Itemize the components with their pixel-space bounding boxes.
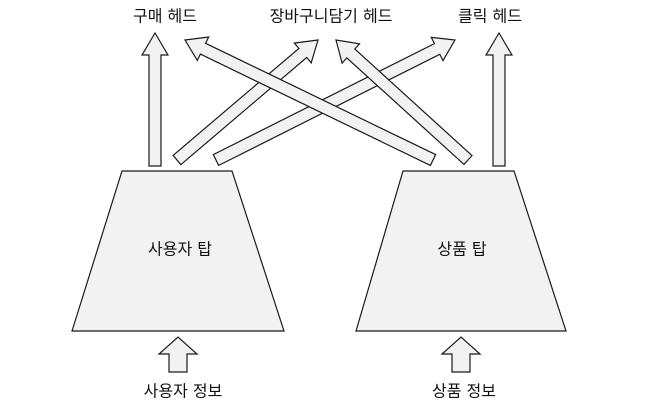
user-to-cart-head-arrow	[172, 39, 319, 166]
user-to-purchase-head-arrow	[140, 31, 170, 167]
diagonal-head-arrows	[172, 36, 473, 167]
cart-head-label: 장바구니담기 헤드	[270, 7, 393, 26]
item-tower-label: 상품 탑	[437, 240, 487, 259]
item-input-arrow	[440, 336, 482, 373]
purchase-head-label: 구매 헤드	[133, 7, 197, 26]
item-to-purchase-head-arrow	[184, 36, 437, 167]
user-info-label: 사용자 정보	[144, 382, 223, 401]
item-info-label: 상품 정보	[432, 382, 496, 401]
item-to-cart-head-arrow	[335, 39, 473, 166]
user-to-click-head-arrow	[212, 36, 456, 167]
click-head-label: 클릭 헤드	[458, 7, 522, 26]
item-tower-shape	[355, 170, 567, 332]
user-tower-label: 사용자 탑	[148, 240, 212, 259]
item-to-click-head-arrow	[484, 31, 514, 167]
user-input-arrow	[157, 336, 199, 373]
user-tower-shape	[71, 170, 285, 332]
